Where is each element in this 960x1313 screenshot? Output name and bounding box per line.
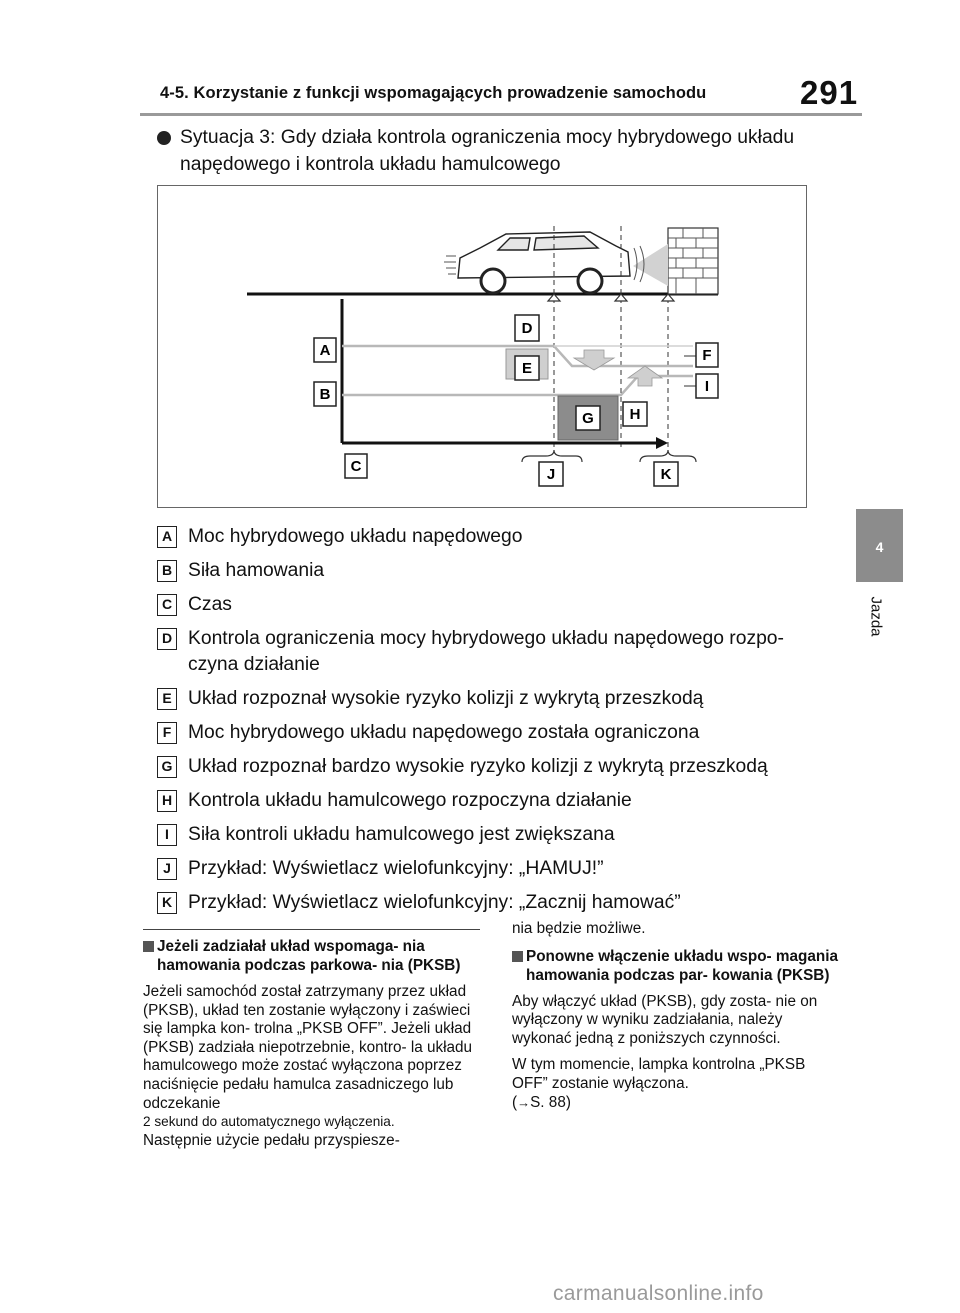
- arrow-right-icon: →: [517, 1094, 531, 1110]
- label-F: F: [695, 342, 719, 368]
- label-J: J: [538, 461, 564, 487]
- legend-text: Siła hamowania: [188, 560, 325, 581]
- indicator-body: W tym momencie, lampka kontrolna „PKSB O…: [512, 1056, 842, 1112]
- reactivate-heading-text: Ponowne włączenie układu wspo- magania h…: [526, 947, 838, 984]
- legend-item-j: J Przykład: Wyświetlacz wielofunkcyjny: „…: [157, 856, 837, 882]
- legend-item-k: K Przykład: Wyświetlacz wielofunkcyjny: „…: [157, 890, 837, 916]
- chapter-number: 4: [875, 539, 884, 555]
- legend-text: Moc hybrydowego układu napędowego został…: [188, 722, 700, 743]
- left-column: Jeżeli zadziałał układ wspomaga- nia ham…: [143, 937, 478, 1158]
- pksb-body: Jeżeli samochód został zatrzymany przez …: [143, 983, 478, 1150]
- legend-item-f: F Moc hybrydowego układu napędowego zosta…: [157, 720, 837, 746]
- pksb-heading: Jeżeli zadziałał układ wspomaga- nia ham…: [143, 937, 478, 975]
- svg-text:I: I: [705, 378, 709, 395]
- pksb-body-end: Następnie użycie pedału przyspiesze-: [143, 1131, 400, 1149]
- square-bullet-icon: [512, 950, 523, 962]
- legend-item-c: C Czas: [157, 592, 837, 618]
- label-B: B: [313, 381, 337, 407]
- legend-key: K: [157, 892, 177, 914]
- legend-key: C: [157, 594, 177, 616]
- svg-text:A: A: [320, 342, 331, 359]
- legend-item-g: G Układ rozpoznał bardzo wysokie ryzyko k…: [157, 754, 837, 780]
- pksb-heading-text: Jeżeli zadziałał układ wspomaga- nia ham…: [157, 938, 461, 974]
- page-number: 291: [800, 74, 859, 111]
- label-G: G: [575, 405, 601, 431]
- svg-text:F: F: [702, 347, 711, 364]
- legend-item-i: I Siła kontroli układu hamulcowego jest z…: [157, 822, 837, 848]
- svg-text:G: G: [582, 410, 594, 427]
- legend-key: A: [157, 526, 177, 548]
- pksb-body-small: 2 sekund do automatycznego wyłączenia.: [143, 1114, 395, 1130]
- legend-key: I: [157, 824, 177, 846]
- svg-text:K: K: [661, 466, 672, 483]
- legend-key: G: [157, 756, 177, 778]
- chapter-label-box: Jazda: [862, 590, 902, 650]
- svg-text:C: C: [351, 458, 362, 475]
- ref-paren: (: [512, 1093, 518, 1111]
- svg-text:H: H: [630, 406, 641, 423]
- legend-text: Układ rozpoznał bardzo wysokie ryzyko ko…: [188, 756, 768, 777]
- legend-key: D: [157, 628, 177, 650]
- legend-item-e: E Układ rozpoznał wysokie ryzyko kolizji …: [157, 686, 837, 712]
- label-I: I: [695, 373, 719, 399]
- chapter-label: Jazda: [867, 596, 885, 637]
- legend-key: F: [157, 722, 177, 744]
- legend-text: Kontrola układu hamulcowego rozpoczyna d…: [188, 790, 632, 811]
- label-H: H: [622, 401, 648, 427]
- legend-key: J: [157, 858, 177, 880]
- legend-item-a: A Moc hybrydowego układu napędowego: [157, 524, 837, 550]
- section-title: 4-5. Korzystanie z funkcji wspomagającyc…: [160, 84, 707, 102]
- legend-text: Układ rozpoznał wysokie ryzyko kolizji z…: [188, 688, 704, 709]
- svg-text:E: E: [522, 360, 532, 377]
- legend-item-b: B Siła hamowania: [157, 558, 837, 584]
- legend-key: E: [157, 688, 177, 710]
- legend-text: Przykład: Wyświetlacz wielofunkcyjny: „Z…: [188, 892, 681, 913]
- legend-list: A Moc hybrydowego układu napędowego B Siła…: [157, 524, 837, 924]
- diagram-svg: A B C D E F G H I J K: [247, 226, 719, 487]
- legend-key: H: [157, 790, 177, 812]
- chapter-tab[interactable]: 4: [856, 509, 903, 582]
- reactivate-heading: Ponowne włączenie układu wspo- magania h…: [512, 947, 842, 985]
- label-D: D: [514, 314, 540, 342]
- watermark: carmanualsonline.info: [553, 1282, 764, 1305]
- svg-text:D: D: [522, 320, 533, 337]
- bullet-icon: [157, 131, 171, 145]
- indicator-text: W tym momencie, lampka kontrolna „PKSB O…: [512, 1056, 806, 1092]
- legend-text: Kontrola ograniczenia mocy hybrydowego u…: [188, 628, 784, 675]
- label-A: A: [313, 337, 337, 363]
- car-icon: [444, 231, 645, 295]
- label-E: E: [514, 355, 540, 381]
- legend-text: Przykład: Wyświetlacz wielofunkcyjny: „H…: [188, 858, 604, 879]
- situation-text: Sytuacja 3: Gdy działa kontrola ogranicz…: [180, 127, 795, 175]
- system-diagram: A B C D E F G H I J K: [157, 185, 807, 508]
- svg-text:J: J: [547, 466, 555, 483]
- right-column: nia będzie możliwe. Ponowne włączenie uk…: [512, 920, 842, 1120]
- wall-icon: [667, 227, 719, 295]
- svg-text:B: B: [320, 386, 331, 403]
- label-C: C: [344, 453, 368, 479]
- legend-text: Moc hybrydowego układu napędowego: [188, 526, 523, 547]
- square-bullet-icon: [143, 941, 154, 952]
- continuation-text: nia będzie możliwe.: [512, 920, 646, 937]
- legend-item-h: H Kontrola układu hamulcowego rozpoczyna …: [157, 788, 837, 814]
- header-divider: [140, 113, 862, 116]
- legend-text: Czas: [188, 594, 232, 615]
- column-divider: [143, 929, 480, 930]
- legend-item-d: D Kontrola ograniczenia mocy hybrydowego …: [157, 626, 837, 678]
- situation-intro: Sytuacja 3: Gdy działa kontrola ogranicz…: [157, 124, 847, 178]
- label-K: K: [653, 461, 679, 487]
- page-reference-link[interactable]: S. 88): [530, 1093, 571, 1111]
- legend-key: B: [157, 560, 177, 582]
- reactivate-body: Aby włączyć układ (PKSB), gdy zosta- nie…: [512, 992, 818, 1047]
- legend-text: Siła kontroli układu hamulcowego jest zw…: [188, 824, 615, 845]
- pksb-body-text: Jeżeli samochód został zatrzymany przez …: [143, 983, 473, 1112]
